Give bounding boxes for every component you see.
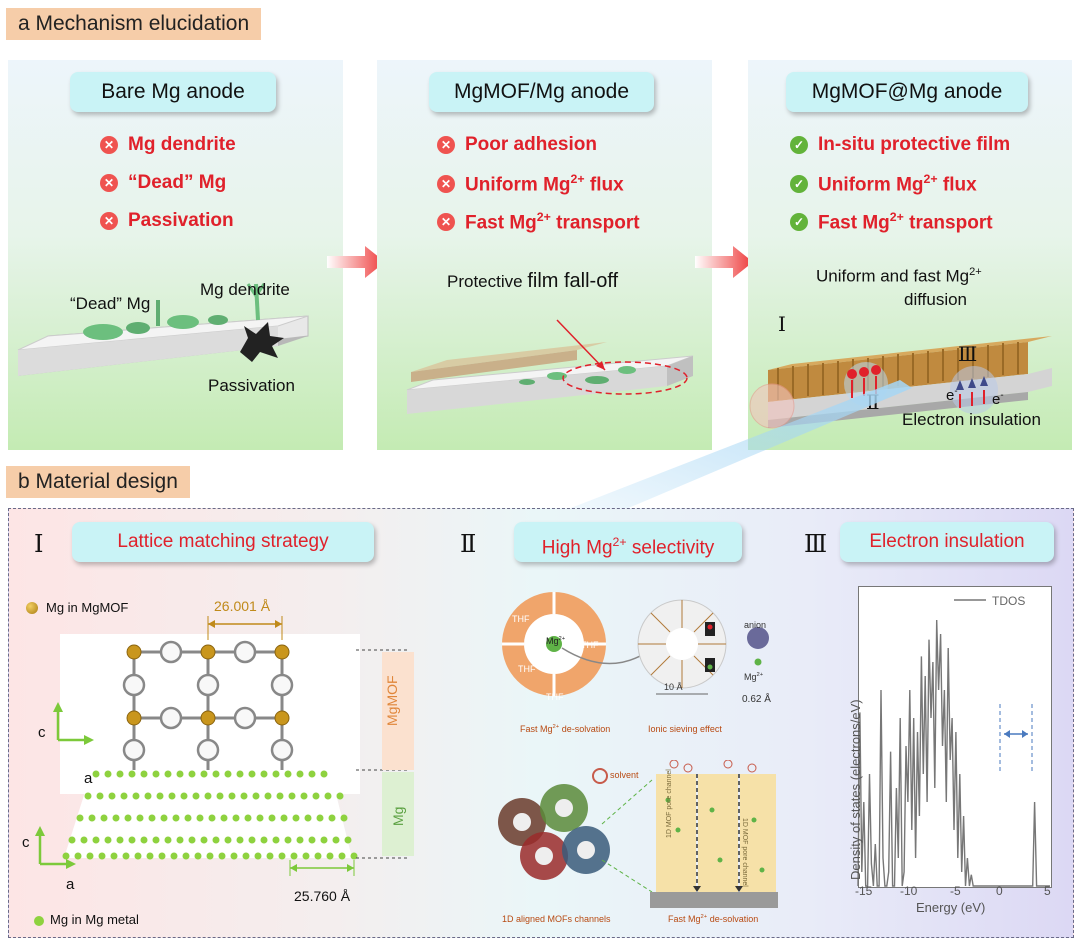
panel-bare-mg: Bare Mg anode ✕Mg dendrite ✕“Dead” Mg ✕P… [8,60,343,450]
cross-icon: ✕ [100,174,118,192]
solvent-icon [592,768,608,784]
thf-label-4: THF [546,692,564,702]
electron-left: e- [946,386,958,404]
transition-arrow-2 [695,246,753,278]
axis-c-lower: c [22,834,30,851]
cross-icon: ✕ [100,212,118,230]
design3-title: Electron insulation [840,522,1054,562]
panel1-feature-2: ✕“Dead” Mg [100,172,226,194]
caption-fast-desolvation: Fast Mg2+ de-solvation [520,724,611,734]
caption-fast-desolvation-2: Fast Mg2+ de-solvation [668,914,759,924]
protective-film-caption: Protective film fall-off [447,270,619,292]
panel2-feature-1: ✕Poor adhesion [437,134,597,156]
mof-channel-illustration [498,760,778,908]
legend-mg-metal: Mg in Mg metal [50,912,139,927]
x-tick-2: -10 [900,884,918,898]
anion-label: anion [744,620,767,630]
roman-label-1: Ⅰ [778,312,786,336]
desolvation-illustration [502,592,769,696]
lattice-illustration [35,616,414,876]
panel-mgmof-mg: MgMOF/Mg anode ✕Poor adhesion ✕Uniform M… [377,60,712,450]
panel1-feature-1: ✕Mg dendrite [100,134,236,156]
solvent-label: solvent [610,770,639,780]
chart-legend: TDOS [992,594,1026,608]
panel2-title: MgMOF/Mg anode [429,72,654,112]
dim-top-label: 26.001 Å [214,598,271,614]
pore-channel-label-1: 1D MOF pore channel [666,769,673,838]
design2-title: High Mg2+ selectivity [514,522,742,562]
electron-right: e- [992,390,1004,408]
thf-label-1: THF [512,614,530,624]
mg-ion-size-label: Mg2+ [744,672,764,682]
axis-c-upper: c [38,724,46,741]
panel2-feature-2: ✕Uniform Mg2+ flux [437,172,624,196]
section-a-label: a Mechanism elucidation [6,8,262,40]
mg-metal-legend-dot [34,916,44,926]
diffusion-caption-1: Uniform and fast Mg2+ [816,266,982,286]
cross-icon: ✕ [437,213,455,232]
thf-label-2: THF [581,640,599,650]
check-icon: ✓ [790,213,808,232]
transition-arrow-1 [327,246,385,278]
dos-plot-area [858,586,1052,888]
cross-icon: ✕ [437,175,455,194]
dead-mg-label: “Dead” Mg [70,294,151,313]
axis-a-upper: a [84,770,93,787]
layer-mg-label: Mg [390,806,406,826]
tdos-series-line [857,619,1050,887]
y-axis-label: Density of states (electrons/eV) [848,699,863,880]
mgmof-mg-illustration [406,319,694,414]
mgmof-at-mg-illustration [749,336,1052,429]
x-tick-1: -15 [855,884,873,898]
panel3-title: MgMOF@Mg anode [786,72,1028,112]
design1-title: Lattice matching strategy [72,522,374,562]
check-icon: ✓ [790,136,808,154]
panel3-feature-2: ✓Uniform Mg2+ flux [790,172,977,196]
x-tick-5: 5 [1044,884,1051,898]
thf-label-3: THF [518,664,536,674]
dim-bottom-label: 25.760 Å [294,888,351,904]
dos-chart [857,599,1050,887]
cross-icon: ✕ [437,136,455,154]
design1-roman: Ⅰ [34,530,44,558]
ion-size-value: 0.62 Å [742,694,771,705]
x-tick-4: 0 [996,884,1003,898]
roman-label-3: Ⅲ [958,342,978,366]
caption-ionic-sieving: Ionic sieving effect [648,724,722,734]
design2-roman: Ⅱ [460,530,477,558]
axis-a-lower: a [66,876,75,893]
pore-size-label: 10 Å [664,682,683,692]
x-tick-3: -5 [950,884,961,898]
light-beam [540,380,912,520]
electron-insulation-label: Electron insulation [902,410,1041,429]
diffusion-caption-2: diffusion [904,290,968,309]
panel1-feature-3: ✕Passivation [100,210,234,232]
mg-mof-legend-dot [26,602,38,614]
section-b-label: b Material design [6,466,190,498]
check-icon: ✓ [790,175,808,194]
legend-mg-mof: Mg in MgMOF [46,600,129,615]
pore-channel-label-2: 1D MOF pore channel [741,818,748,887]
panel1-title: Bare Mg anode [70,72,276,112]
x-axis-label: Energy (eV) [916,900,986,915]
panel3-feature-3: ✓Fast Mg2+ transport [790,210,993,234]
passivation-label: Passivation [208,376,295,395]
panel2-feature-3: ✕Fast Mg2+ transport [437,210,640,234]
mg-ion-label: Mg2+ [546,636,566,646]
dendrite-label: Mg dendrite [200,280,290,299]
panel3-feature-1: ✓In-situ protective film [790,134,1010,156]
cross-icon: ✕ [100,136,118,154]
design3-roman: Ⅲ [804,530,828,558]
panel-mgmof-at-mg: MgMOF@Mg anode ✓In-situ protective film … [748,60,1072,450]
bare-mg-illustration [17,283,309,376]
caption-aligned-channels: 1D aligned MOFs channels [502,914,611,924]
layer-mgmof-label: MgMOF [384,675,400,726]
